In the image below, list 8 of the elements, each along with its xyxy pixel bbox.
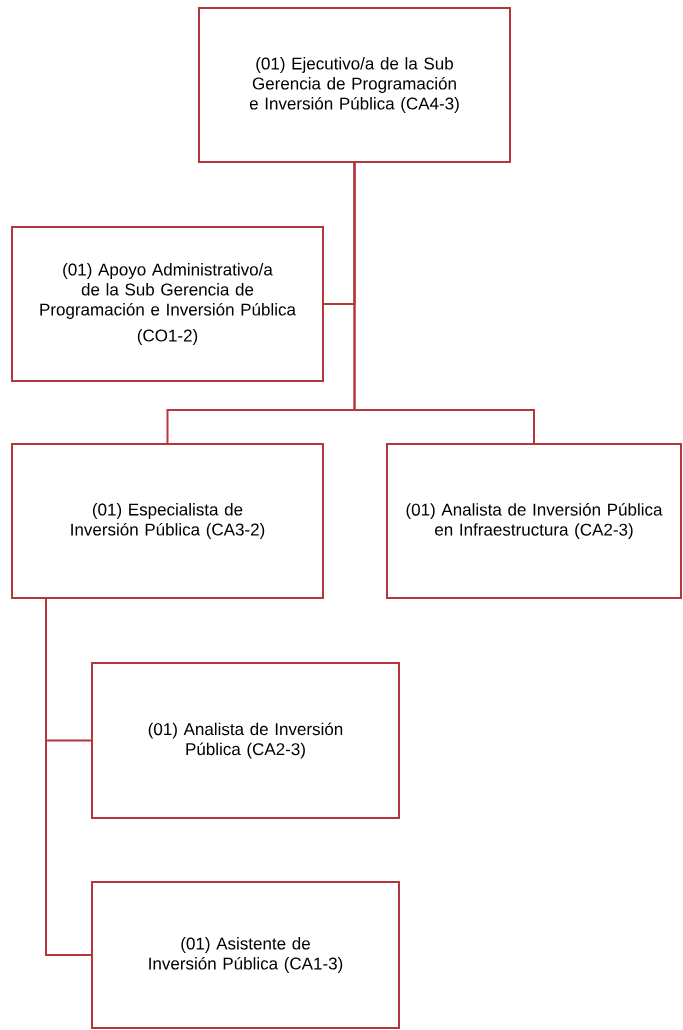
org-box: (01) Ejecutivo/a de la Sub Gerencia de Programación e Inversión Pública (CA4-3) (198, 7, 511, 163)
org-box: (01) Apoyo Administrativo/a de la Sub Gerencia de Programación e Inversión Pública (CO1-2) (11, 226, 324, 382)
org-box: (01) Especialista de Inversión Pública (CA3-2) (11, 443, 324, 599)
connector-line (45, 598, 92, 956)
org-box: (01) Analista de Inversión Pública en Infraestructura (CA2-3) (386, 443, 682, 599)
org-box: (01) Asistente de Inversión Pública (CA1-3) (91, 881, 400, 1029)
org-box: (01) Analista de Inversión Pública (CA2-3) (91, 662, 400, 819)
connector-line (353, 162, 535, 444)
